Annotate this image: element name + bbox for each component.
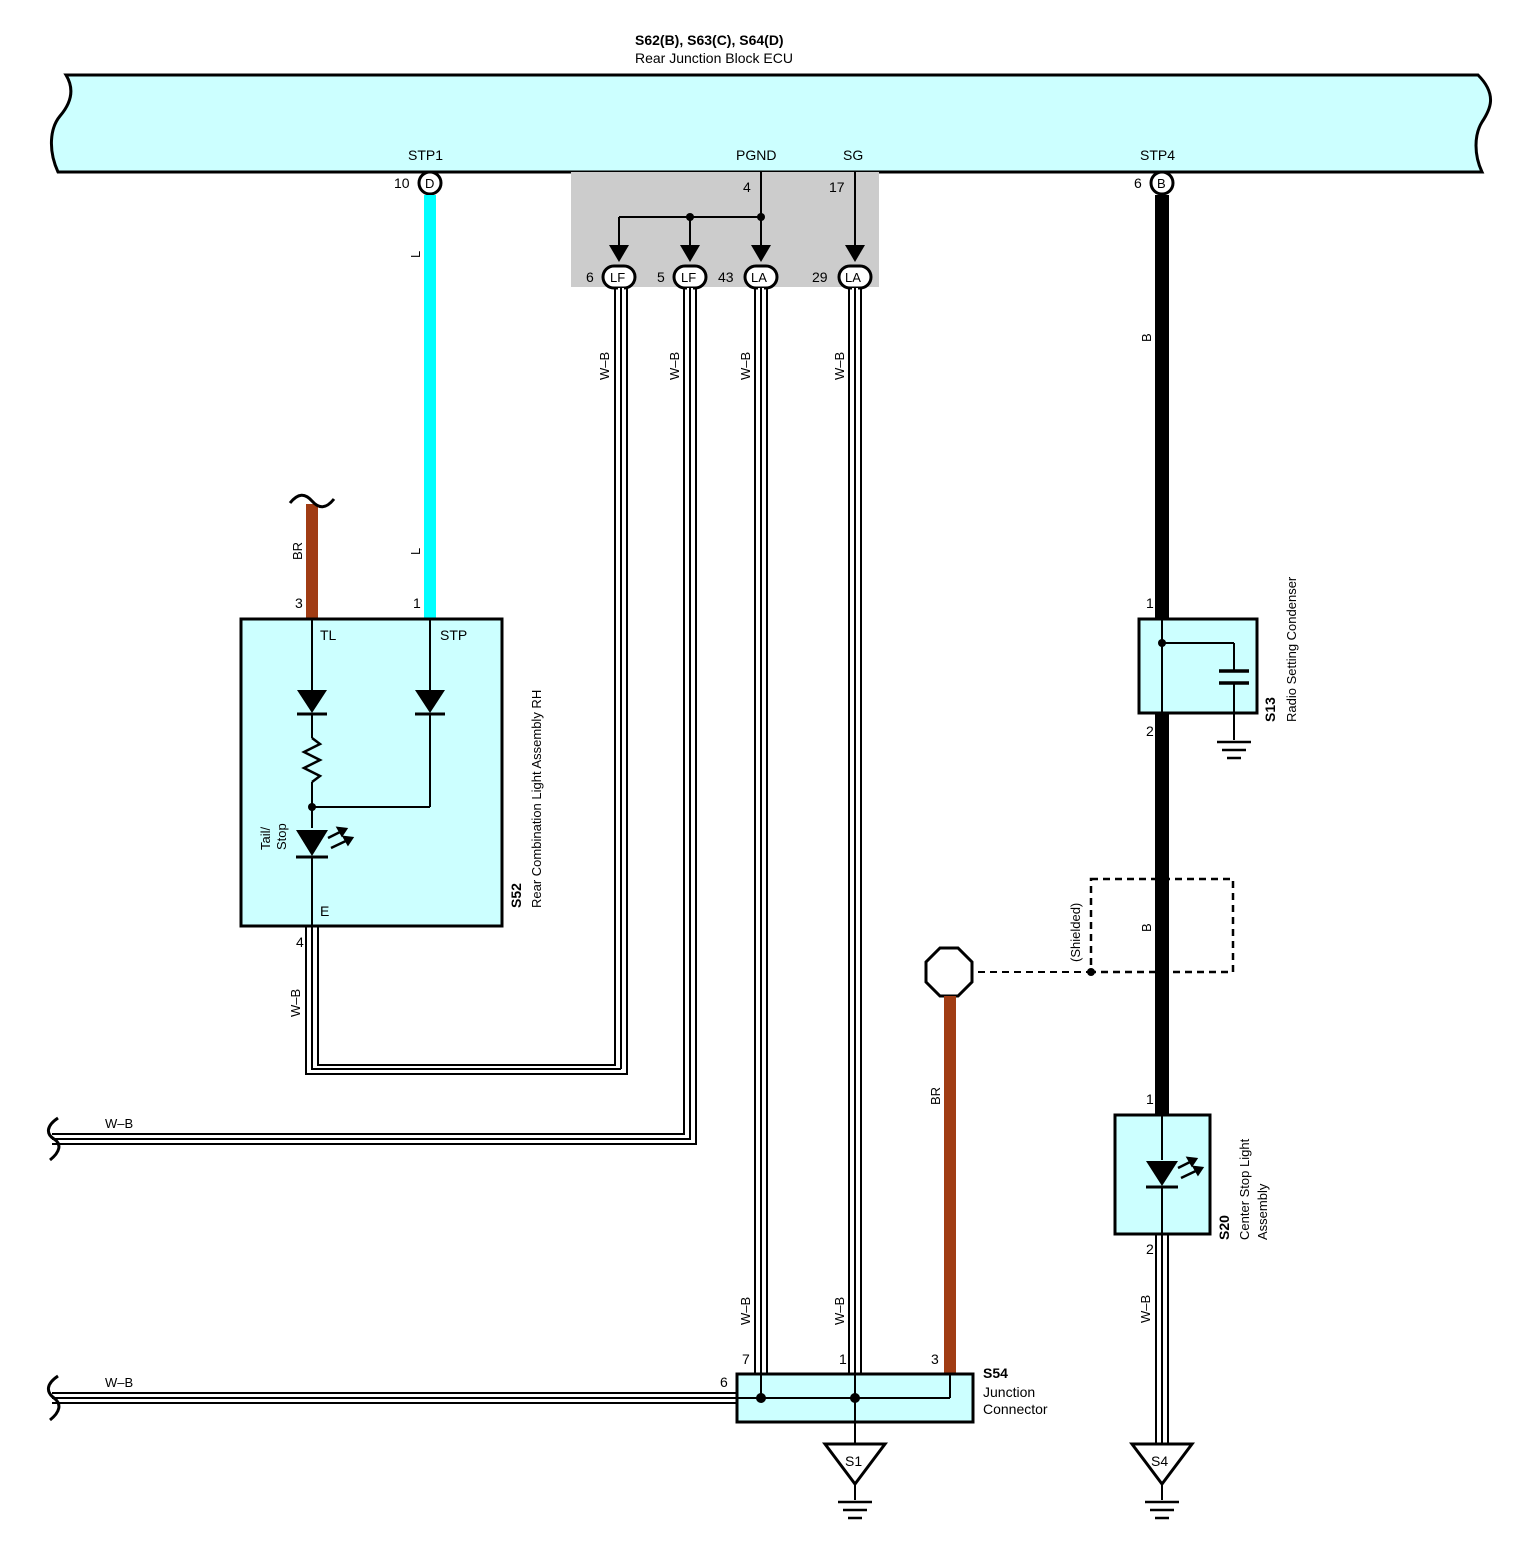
break-icon xyxy=(288,493,336,509)
ground-s1-label: S1 xyxy=(845,1453,862,1469)
s54-pin6: 6 xyxy=(720,1374,728,1390)
s54-pin1: 1 xyxy=(839,1351,847,1367)
s52-bulb-label-1: Tail/ xyxy=(258,826,273,850)
wire-label-l-2: L xyxy=(408,548,423,555)
ecu-block xyxy=(50,73,1492,174)
pin-num-sg: 17 xyxy=(829,179,845,195)
diode-icon-2 xyxy=(415,690,445,713)
junction-pin-2: 5 LF xyxy=(657,264,708,290)
svg-text:5: 5 xyxy=(657,269,665,285)
pin-num-stp1: 10 xyxy=(394,175,410,191)
wire-label-wb-s54-7: W–B xyxy=(738,1297,753,1325)
s52-box xyxy=(239,617,504,928)
wire-label-wb-left-2: W–B xyxy=(105,1375,133,1390)
s52-pin-tl-name: TL xyxy=(320,627,337,643)
connector-d-icon xyxy=(417,170,443,196)
light-rays-icon xyxy=(327,826,355,850)
ground-icon-s13 xyxy=(1217,740,1251,760)
svg-text:43: 43 xyxy=(718,269,734,285)
s52-pin-e-name: E xyxy=(320,903,329,919)
wire-label-br-s52: BR xyxy=(290,542,305,560)
svg-text:LF: LF xyxy=(610,270,625,285)
connector-d-label: D xyxy=(425,176,434,191)
diode-icon xyxy=(297,690,327,713)
led-icon xyxy=(296,830,328,856)
s13-box xyxy=(1137,617,1259,715)
s52-id: S52 xyxy=(508,883,524,908)
wire-label-br-shield: BR xyxy=(928,1087,943,1105)
pin-name-stp4: STP4 xyxy=(1140,147,1175,163)
s54-id: S54 xyxy=(983,1365,1008,1381)
junction-pin-4: 29 LA xyxy=(812,264,873,290)
wire-wb-group xyxy=(52,288,1169,1444)
svg-text:LA: LA xyxy=(845,270,861,285)
wire-label-wb-left-1: W–B xyxy=(105,1116,133,1131)
wire-label-wb-s20: W–B xyxy=(1138,1295,1153,1323)
octagon-icon xyxy=(924,946,974,998)
wire-label-l-1: L xyxy=(408,251,423,258)
s20-pin1: 1 xyxy=(1146,1091,1154,1107)
wire-label-wb-lf6: W–B xyxy=(597,352,612,380)
connector-b-icon xyxy=(1149,170,1175,196)
svg-text:LA: LA xyxy=(751,270,767,285)
svg-text:6: 6 xyxy=(586,269,594,285)
s52-pin-tl-num: 3 xyxy=(295,595,303,611)
ecu-connectors-label: S62(B), S63(C), S64(D) xyxy=(635,32,784,48)
ground-point-s1-icon xyxy=(822,1442,888,1487)
connector-b-label: B xyxy=(1157,176,1166,191)
s52-bulb-label-2: Stop xyxy=(274,823,289,850)
ground-icon-s4 xyxy=(1145,1500,1179,1520)
s52-pin-stp-num: 1 xyxy=(413,595,421,611)
s52-pin-e-num: 4 xyxy=(296,934,304,950)
arrow-icons xyxy=(609,245,865,262)
led-icon-s20 xyxy=(1146,1161,1178,1186)
s20-name-1: Center Stop Light xyxy=(1237,1138,1252,1240)
s54-name-1: Junction xyxy=(983,1384,1035,1400)
ground-point-s4-icon xyxy=(1129,1442,1195,1487)
s13-id: S13 xyxy=(1262,697,1278,722)
s13-pin2: 2 xyxy=(1146,723,1154,739)
wire-label-wb-la29: W–B xyxy=(832,352,847,380)
junction-pin-3: 43 LA xyxy=(718,264,779,290)
s54-pin7: 7 xyxy=(742,1351,750,1367)
light-rays-icon-s20 xyxy=(1177,1156,1205,1180)
wire-label-wb-s54-1: W–B xyxy=(832,1297,847,1325)
wire-wb-fill xyxy=(618,288,1165,1444)
s54-pin3: 3 xyxy=(931,1351,939,1367)
shield-box xyxy=(1089,877,1235,974)
wire-label-b-1: B xyxy=(1139,333,1154,342)
wire-label-b-2: B xyxy=(1139,923,1154,932)
s20-name-2: Assembly xyxy=(1255,1183,1270,1240)
s52-pin-stp-name: STP xyxy=(440,627,467,643)
s52-name: Rear Combination Light Assembly RH xyxy=(529,690,544,908)
ground-icon-s1 xyxy=(838,1500,872,1520)
pin-num-pgnd: 4 xyxy=(743,179,751,195)
wire-label-wb-lf5: W–B xyxy=(667,352,682,380)
pin-num-stp4: 6 xyxy=(1134,175,1142,191)
s20-id: S20 xyxy=(1216,1215,1232,1240)
break-icon-left-1 xyxy=(47,1116,61,1162)
s13-pin1: 1 xyxy=(1146,595,1154,611)
resistor-icon xyxy=(301,737,323,783)
wire-label-wb-la43: W–B xyxy=(738,352,753,380)
svg-text:29: 29 xyxy=(812,269,828,285)
break-icon-left-2 xyxy=(47,1374,61,1422)
ground-s4-label: S4 xyxy=(1151,1453,1168,1469)
junction-pin-1: 6 LF xyxy=(586,264,637,290)
svg-text:LF: LF xyxy=(681,270,696,285)
pin-name-sg: SG xyxy=(843,147,863,163)
shield-label: (Shielded) xyxy=(1068,903,1083,962)
wire-label-wb-s52: W–B xyxy=(288,989,303,1017)
s20-pin2: 2 xyxy=(1146,1241,1154,1257)
s13-name: Radio Setting Condenser xyxy=(1284,576,1299,722)
s54-name-2: Connector xyxy=(983,1401,1048,1417)
pin-name-stp1: STP1 xyxy=(408,147,443,163)
ecu-name: Rear Junction Block ECU xyxy=(635,50,793,66)
pin-name-pgnd: PGND xyxy=(736,147,776,163)
